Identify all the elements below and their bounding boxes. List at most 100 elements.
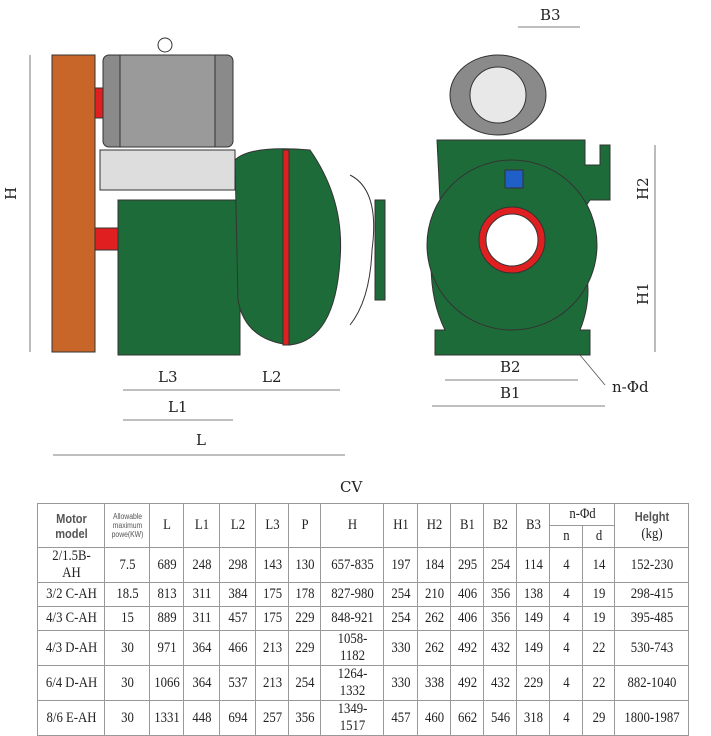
table-cell: 330 [385,630,416,666]
table-cell: 432 [485,630,515,666]
table-cell: 889 [151,606,182,631]
table-cell: 30 [107,665,147,701]
table-cell: 6/4 D-AH [42,665,100,701]
dimension-lines [29,26,656,456]
table-cell: 143 [257,547,287,583]
table-cell: 8/6 E-AH [42,700,100,736]
table-cell: 356 [290,700,319,736]
dimension-labels: H L3 L2 L1 L CV B3 H2 H1 B2 B1 n-Φd [2,6,652,496]
table-cell: 827-980 [324,582,380,607]
header-L1: L1 [185,503,218,548]
table-cell: 364 [185,630,218,666]
table-cell: 537 [221,665,254,701]
table-cell: 19 [584,582,613,607]
table-cell: 4 [551,630,581,666]
table-cell: 229 [290,630,319,666]
label-H: H [2,187,20,200]
table-cell: 229 [290,606,319,631]
table-cell: 662 [452,700,482,736]
table-cell: 262 [419,606,449,631]
table-cell: 4 [551,665,581,701]
table-cell: 30 [107,630,147,666]
table-cell: 254 [385,606,416,631]
table-cell: 4 [551,700,581,736]
table-cell: 356 [485,606,515,631]
table-cell: 22 [584,665,613,701]
label-H1: H1 [634,282,652,305]
table-cell: 432 [485,665,515,701]
table-cell: 210 [419,582,449,607]
table-cell: 22 [584,630,613,666]
table-cell: 4 [551,582,581,607]
table-cell: 7.5 [107,547,147,583]
table-cell: 248 [185,547,218,583]
table-cell: 330 [385,665,416,701]
table-cell: 384 [221,582,254,607]
table-cell: 3/2 C-AH [42,582,100,607]
table-cell: 298-415 [619,582,684,607]
table-cell: 254 [485,547,515,583]
table-cell: 457 [385,700,416,736]
spec-table: Motor model Allowable maximum powe(KW) L… [37,503,689,736]
table-cell: 4 [551,547,581,583]
header-weight: Helght(kg) [619,503,684,548]
header-d: d [584,525,613,548]
label-L2: L2 [262,368,282,386]
table-cell: 406 [452,606,482,631]
table-cell: 175 [257,582,287,607]
table-cell: 298 [221,547,254,583]
table-cell: 882-1040 [619,665,684,701]
header-n-phi-d: n-Φd [553,503,611,526]
table-cell: 689 [151,547,182,583]
label-B2: B2 [500,358,521,376]
header-n: n [551,525,581,548]
table-cell: 184 [419,547,449,583]
table-cell: 1349-1517 [324,700,380,736]
table-cell: 149 [518,606,548,631]
label-B3: B3 [540,6,561,24]
baseplate-coupling [51,54,96,353]
weight-label: Helght [634,508,669,524]
header-power: Allowable maximum powe(KW) [107,503,147,548]
label-CV: CV [340,478,363,496]
table-cell: 149 [518,630,548,666]
label-L: L [196,431,206,449]
table-cell: 18.5 [107,582,147,607]
table-cell: 338 [419,665,449,701]
header-H: H [324,503,380,548]
label-n-phi-d: n-Φd [612,378,649,396]
header-B3: B3 [518,503,548,548]
header-B1: B1 [452,503,482,548]
label-L1: L1 [168,398,188,416]
table-cell: 813 [151,582,182,607]
table-cell: 30 [107,700,147,736]
table-cell: 213 [257,630,287,666]
table-cell: 2/1.5B-AH [42,547,100,583]
side-view [51,37,386,356]
table-cell: 971 [151,630,182,666]
table-cell: 1058-1182 [324,630,380,666]
table-cell: 130 [290,547,319,583]
header-L3: L3 [257,503,287,548]
table-cell: 311 [185,582,218,607]
label-L3: L3 [158,368,178,386]
pump-drawing: H L3 L2 L1 L CV B3 H2 H1 B2 B1 n-Φd [2,6,656,496]
table-cell: 29 [584,700,613,736]
table-cell: 492 [452,665,482,701]
header-H1: H1 [385,503,416,548]
table-cell: 175 [257,606,287,631]
header-P: P [290,503,319,548]
table-cell: 466 [221,630,254,666]
bearing-assembly [117,199,241,356]
table-cell: 4/3 C-AH [42,606,100,631]
table-cell: 364 [185,665,218,701]
header-L2: L2 [221,503,254,548]
table-cell: 395-485 [619,606,684,631]
table-cell: 530-743 [619,630,684,666]
